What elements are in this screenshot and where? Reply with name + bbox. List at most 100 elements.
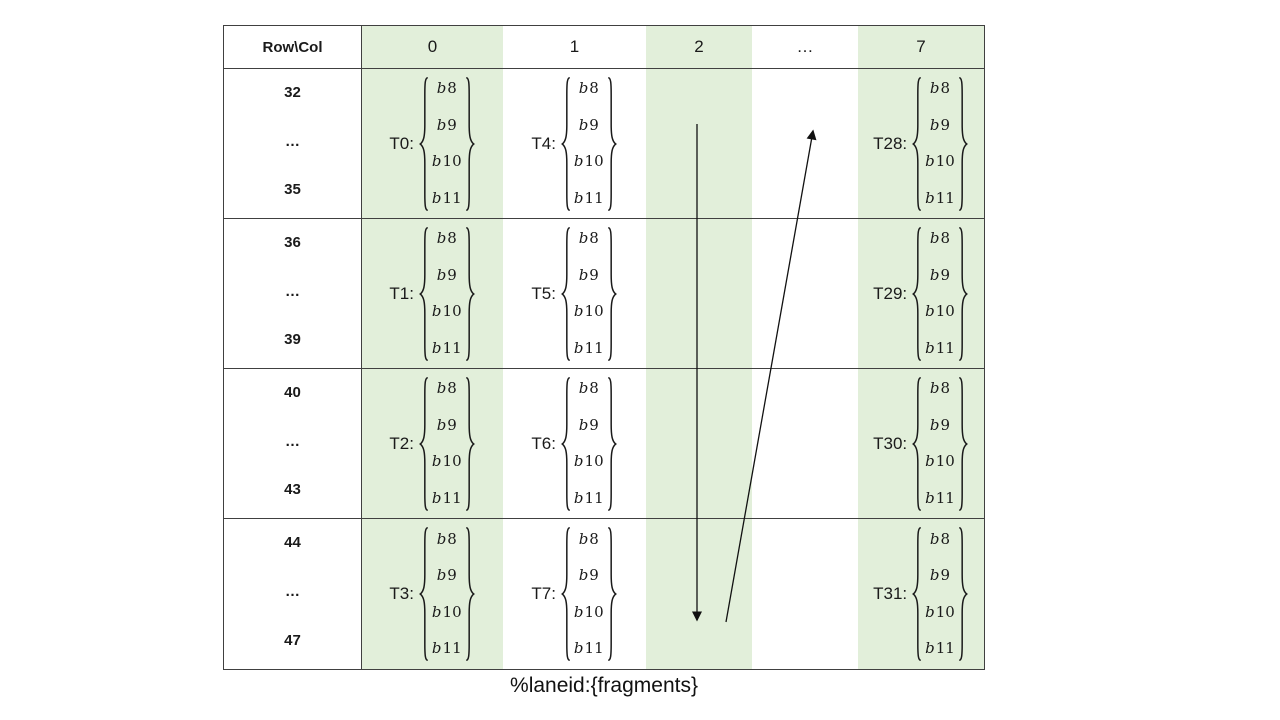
left-brace	[560, 525, 573, 663]
fragment-item: b8	[578, 229, 599, 247]
fragment-item: b8	[929, 379, 951, 397]
fragment-item: b9	[578, 115, 599, 134]
right-brace	[605, 225, 618, 363]
header-col-…: …	[752, 26, 858, 69]
fragment-item: b8	[436, 79, 457, 97]
row-label: 43	[284, 481, 301, 498]
row-label: 44	[284, 534, 301, 551]
fragment-item: b11	[431, 488, 462, 507]
thread-label: T29:	[873, 283, 908, 303]
right-brace	[605, 75, 618, 213]
fragment-item: b10	[431, 452, 462, 471]
thread-label: T1:	[389, 283, 414, 303]
left-brace	[560, 225, 573, 363]
fragment-item: b11	[925, 488, 955, 507]
table-cell	[646, 369, 752, 519]
fragment-item: b9	[929, 566, 951, 585]
left-brace	[418, 75, 431, 213]
left-brace	[560, 75, 573, 213]
fragment-item: b9	[929, 265, 951, 284]
fragment-item: b10	[573, 152, 604, 171]
left-brace	[418, 225, 431, 363]
thread-label: T5:	[531, 283, 556, 303]
row-label: …	[285, 132, 300, 150]
right-brace	[956, 75, 969, 213]
fragment-item: b11	[925, 188, 955, 207]
fragment-item: b11	[573, 639, 604, 658]
right-brace	[463, 375, 476, 513]
fragment-item: b10	[573, 452, 604, 471]
row-label-cell: 32…35	[224, 69, 362, 219]
fragment-item: b9	[436, 566, 457, 585]
table-cell	[646, 69, 752, 219]
table-cell	[646, 519, 752, 669]
thread-label: T4:	[531, 133, 556, 153]
fragment-item: b10	[925, 302, 955, 321]
right-brace	[605, 525, 618, 663]
row-label: 36	[284, 234, 301, 251]
table-cell	[752, 519, 858, 669]
table-cell	[752, 69, 858, 219]
fragment-item: b10	[431, 152, 462, 171]
fragment-item: b11	[573, 188, 604, 207]
thread-label: T7:	[531, 584, 556, 603]
fragment-item: b11	[925, 639, 955, 658]
fragment-item: b9	[436, 265, 457, 284]
fragment-item: b11	[431, 338, 462, 357]
table-cell	[646, 219, 752, 369]
right-brace	[463, 75, 476, 213]
fragment-item: b9	[436, 115, 457, 134]
header-corner: Row\Col	[224, 26, 362, 69]
row-label-cell: 44…47	[224, 519, 362, 669]
thread-label: T31:	[873, 584, 908, 603]
table-cell	[752, 369, 858, 519]
row-label: …	[285, 583, 300, 600]
fragment-item: b9	[929, 115, 951, 134]
left-brace	[560, 375, 573, 513]
right-brace	[956, 375, 969, 513]
header-col-2: 2	[646, 26, 752, 69]
fragment-item: b9	[436, 415, 457, 434]
fragment-item: b9	[578, 265, 599, 284]
row-label: 35	[284, 181, 301, 198]
thread-label: T28:	[873, 133, 908, 153]
left-brace	[418, 525, 431, 663]
fragment-item: b8	[436, 529, 457, 548]
fragment-item: b8	[578, 379, 599, 397]
fragment-item: b8	[929, 229, 951, 247]
fragment-item: b11	[573, 338, 604, 357]
table-cell	[752, 219, 858, 369]
left-brace	[418, 375, 431, 513]
thread-label: T3:	[389, 584, 414, 603]
right-brace	[956, 525, 969, 663]
thread-label: T6:	[531, 433, 556, 453]
right-brace	[956, 225, 969, 363]
right-brace	[463, 225, 476, 363]
